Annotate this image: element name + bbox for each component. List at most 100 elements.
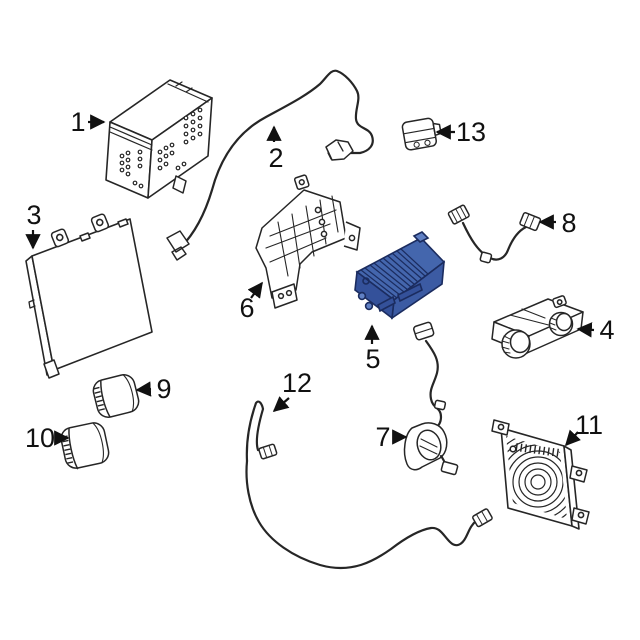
part-retainer-clip[interactable] (401, 117, 443, 151)
cable-connector-icon (258, 443, 278, 460)
speaker-tab-hole (577, 511, 585, 519)
callout-label: 9 (156, 374, 171, 404)
knob-edge-arc (93, 423, 104, 464)
bracket-foot-hole (277, 292, 285, 300)
mic-grommet-lines (419, 438, 438, 455)
bracket-wing-hole (348, 234, 356, 242)
speaker-tab-hole (497, 423, 505, 431)
knob-large-face (509, 330, 531, 354)
panel-mount-tab (90, 213, 110, 233)
callout-11[interactable]: 11 (564, 410, 603, 447)
callout-label: 11 (575, 410, 603, 440)
callout-label: 7 (375, 422, 390, 452)
clip-seam (402, 127, 437, 144)
mic-grommet (416, 429, 442, 461)
cable-connector-icon (472, 508, 493, 528)
callout-label: 2 (268, 143, 283, 173)
callout-7[interactable]: 7 (375, 422, 408, 452)
panel-top-clip (79, 218, 129, 242)
harness-connector-icon (447, 204, 470, 225)
callout-13[interactable]: 13 (435, 117, 486, 147)
callout-2[interactable]: 2 (266, 125, 284, 173)
mic-top-connector-icon (412, 321, 435, 341)
callout-label: 10 (25, 423, 55, 453)
callout-1[interactable]: 1 (70, 107, 106, 137)
callouts-layer: 1 2 3 4 5 6 7 8 (25, 107, 615, 453)
callout-label: 6 (239, 293, 254, 323)
module-top-tab (412, 231, 430, 243)
callout-4[interactable]: 4 (576, 315, 615, 345)
chassis-ridge-lines (109, 81, 209, 151)
part-speaker-amplifier[interactable] (483, 419, 593, 537)
callout-label: 4 (599, 315, 614, 345)
cable-path (179, 69, 374, 249)
bracket-foot (271, 283, 298, 309)
callout-arrow (135, 381, 152, 397)
chassis-foot-tab (172, 175, 187, 194)
cable-hairpin (245, 400, 265, 463)
callout-arrow (564, 429, 582, 447)
clip-hole (424, 139, 431, 146)
part-antenna-cable[interactable] (166, 69, 374, 261)
callout-9[interactable]: 9 (135, 374, 172, 404)
bracket-plate (255, 189, 347, 299)
callout-label: 3 (26, 200, 41, 230)
callout-label: 12 (282, 368, 312, 398)
part-control-knob-panel[interactable] (491, 295, 584, 359)
module-bump (364, 301, 374, 311)
module-bump (357, 291, 367, 301)
connector-detail (327, 141, 344, 160)
bracket-hole (320, 230, 328, 238)
callout-10[interactable]: 10 (25, 423, 70, 453)
cable-end-connector-icon (166, 230, 190, 261)
cable-plug-connector-icon (325, 139, 354, 161)
speaker-mount-hole (509, 445, 517, 453)
module-connector-block (397, 282, 423, 303)
harness-clip (479, 251, 493, 264)
speaker-tab-hole (575, 469, 583, 477)
part-display-panel[interactable] (25, 213, 153, 379)
callout-label: 1 (70, 107, 85, 137)
knob-face-divider (100, 379, 111, 418)
callout-12[interactable]: 12 (272, 368, 312, 413)
callout-8[interactable]: 8 (538, 208, 577, 238)
knob-edge-arc (122, 374, 135, 413)
callout-label: 5 (365, 344, 380, 374)
knob-ribs (501, 335, 511, 354)
callout-label: 8 (561, 208, 576, 238)
cable-long-run (245, 459, 478, 570)
mic-cable-clip (433, 399, 447, 411)
callout-6[interactable]: 6 (239, 281, 263, 323)
callout-arrow (576, 322, 595, 338)
part-audio-control-module-selected[interactable] (354, 231, 446, 320)
callout-arrow (247, 281, 263, 299)
module-heatsink-fins (360, 248, 429, 299)
knob-body (92, 374, 140, 418)
bracket-top-tab (293, 174, 310, 190)
part-radio-chassis[interactable] (105, 79, 213, 199)
part-knob-10[interactable] (59, 421, 111, 471)
mic-foot-connector-icon (440, 461, 459, 476)
callout-5-selected[interactable]: 5 (364, 324, 381, 374)
part-microphone-cable[interactable] (403, 321, 459, 476)
part-jumper-harness[interactable] (447, 204, 542, 264)
speaker-rib-edge (515, 443, 561, 457)
callout-arrow (272, 396, 290, 413)
panel-mount-tab (50, 228, 70, 248)
knob-ribs (549, 317, 557, 331)
bracket-foot-hole (285, 289, 293, 297)
module-connector-block (377, 295, 396, 313)
part-antenna-feed-cable[interactable] (245, 400, 493, 570)
part-knob-9[interactable] (91, 372, 141, 419)
panel-side-nub (28, 299, 36, 309)
clip-hole (413, 141, 420, 148)
callout-3[interactable]: 3 (25, 200, 42, 250)
part-mounting-bracket[interactable] (255, 174, 361, 309)
harness-cable (461, 221, 528, 261)
knob-small-face (555, 312, 573, 332)
callout-label: 13 (456, 117, 486, 147)
panel-mount-tab (552, 295, 567, 309)
chassis-vent-holes (119, 107, 203, 189)
